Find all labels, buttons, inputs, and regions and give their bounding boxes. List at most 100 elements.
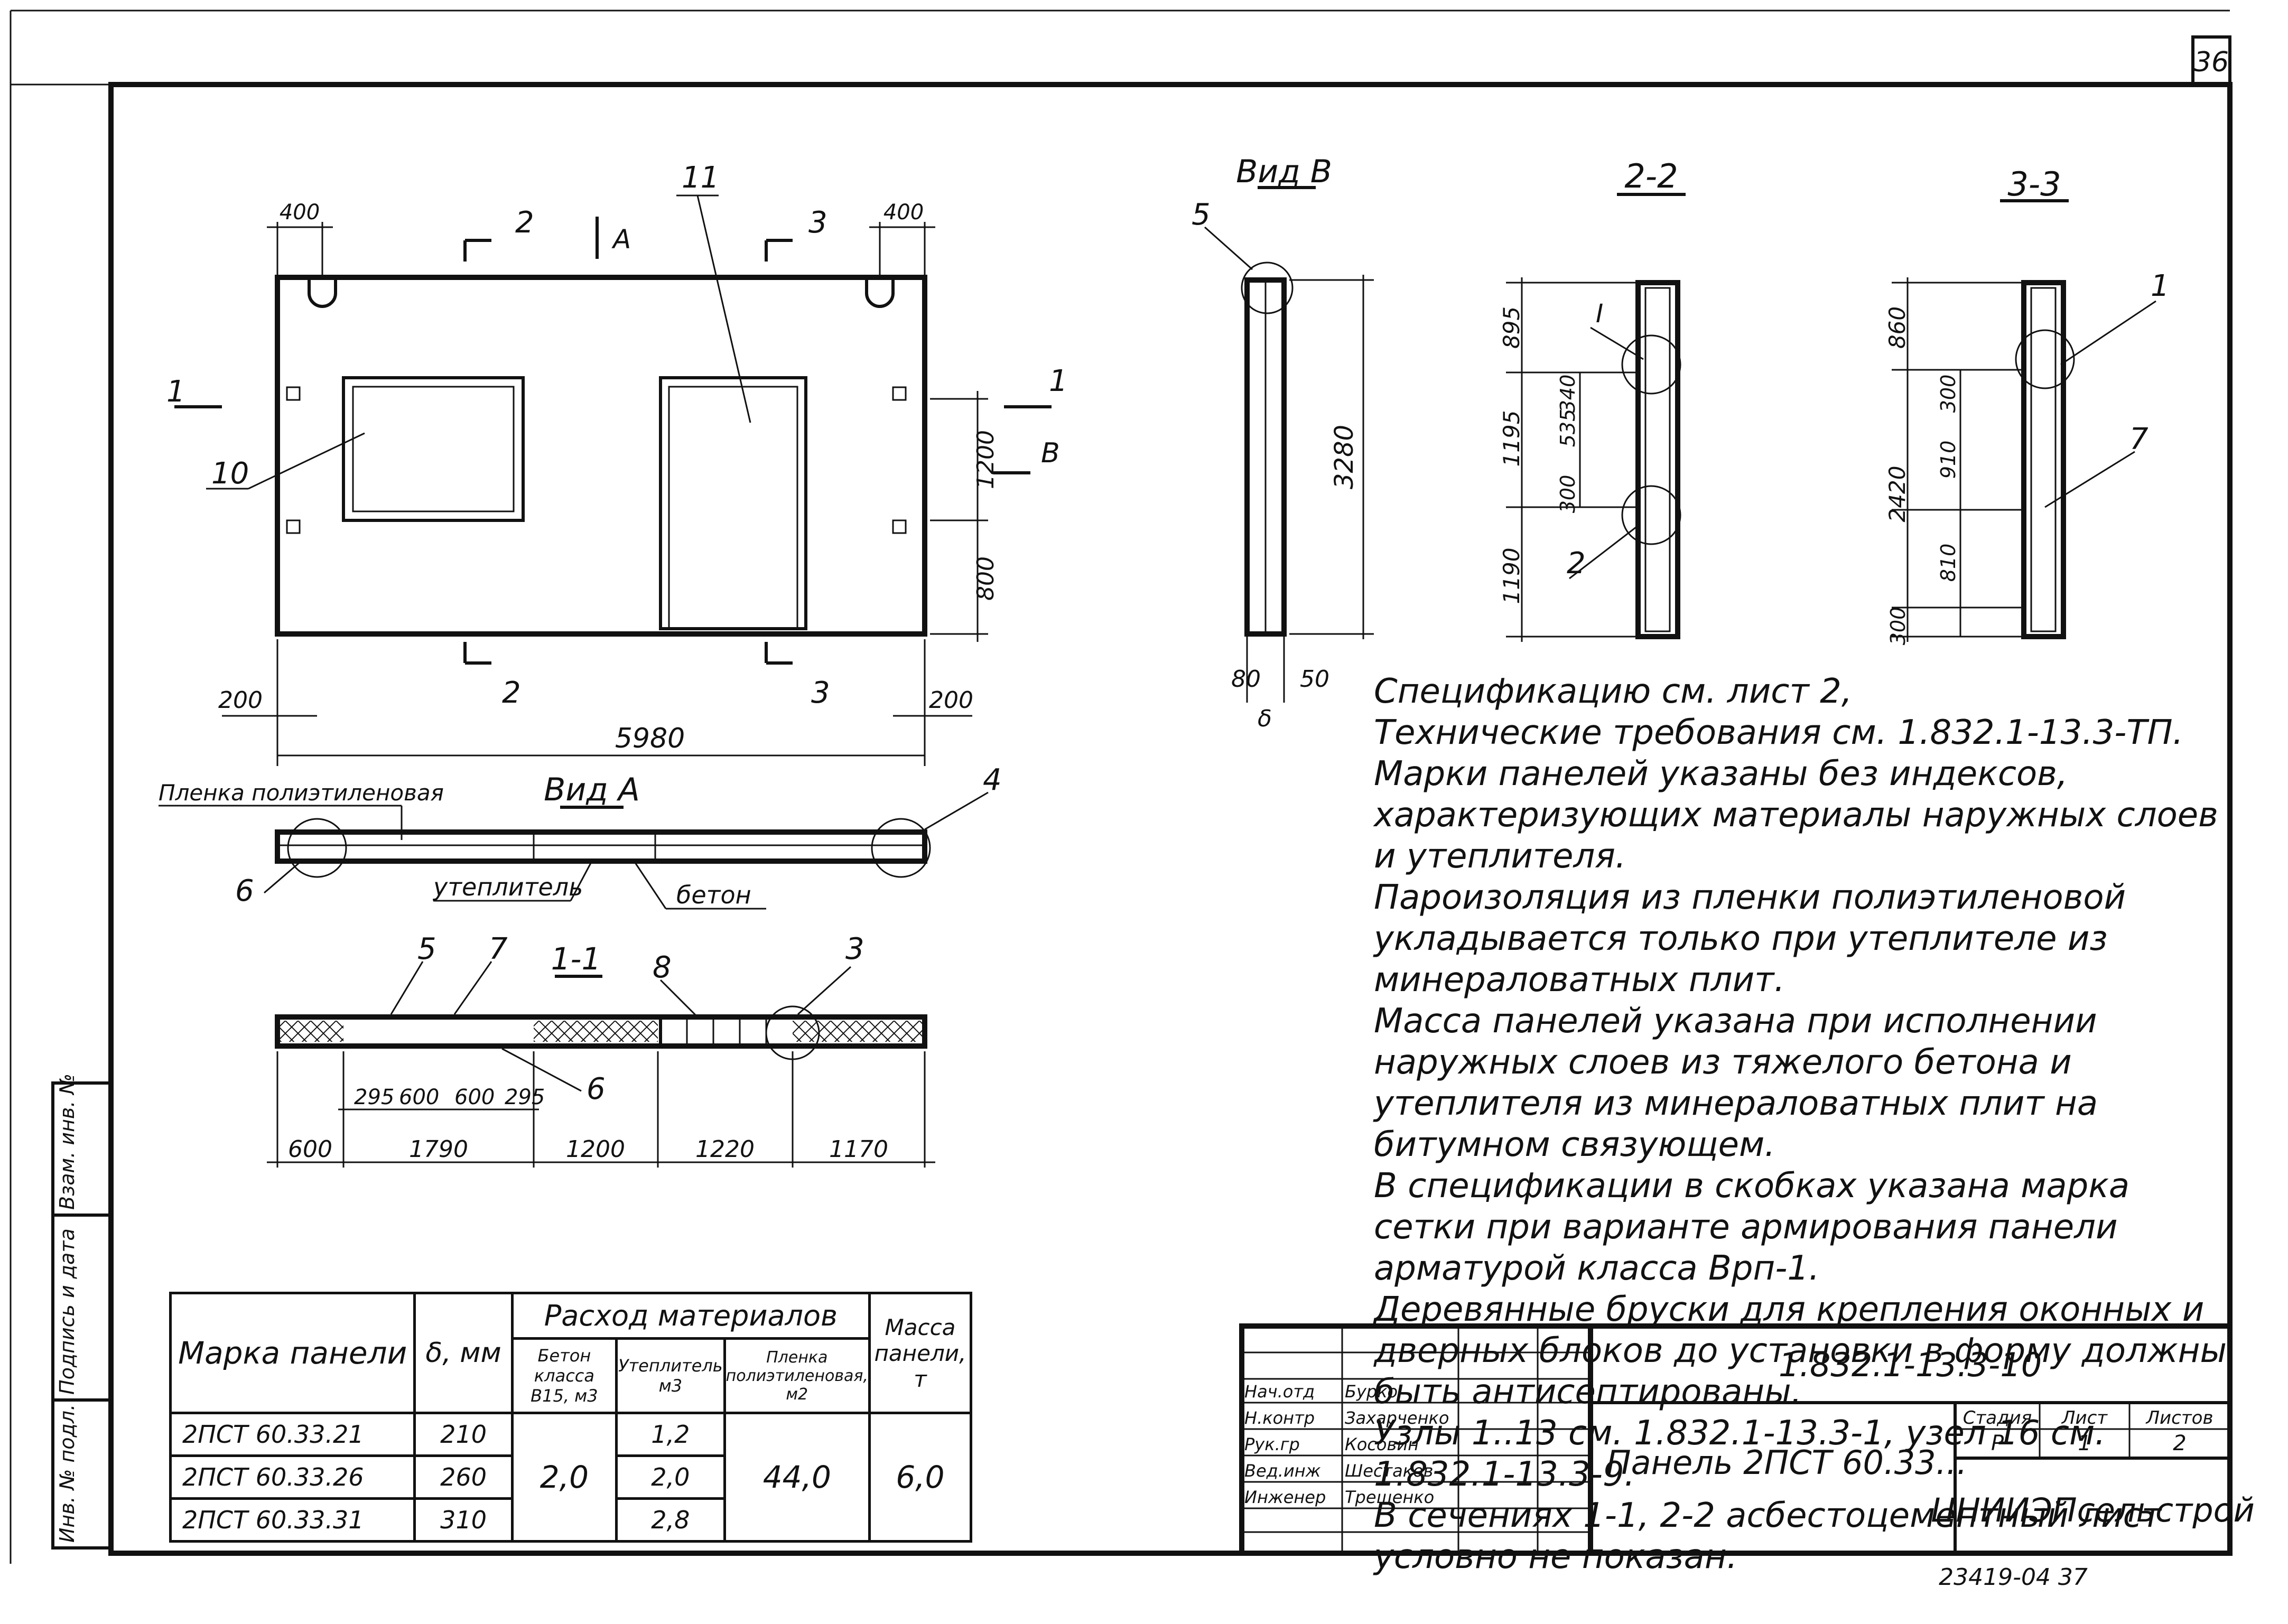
section-2-2: 2-2 895 1195 535 340 300 1190 I 2 (1499, 157, 1686, 642)
role-1: Н.контр (1244, 1408, 1315, 1428)
door-opening (659, 376, 807, 630)
s11-callout-7: 7 (489, 932, 508, 966)
th-consumption: Расход материалов (510, 1292, 871, 1340)
drawing-title: Панель 2ПСТ 60.33... (1606, 1443, 1967, 1482)
window-opening (342, 376, 525, 522)
s11-top-dim-2: 600 (399, 1085, 439, 1109)
th-mass: Масса панели, т (868, 1291, 973, 1415)
section-3-3: 3-3 860 300 2420 910 810 300 1 7 (1884, 165, 2170, 645)
s22-callout-1: I (1596, 299, 1603, 329)
sheets-label: Листов (2145, 1407, 2213, 1429)
s11-top-dim-3: 600 (454, 1085, 495, 1109)
name-2: Косовин (1345, 1434, 1419, 1454)
s33-dim-6: 300 (1886, 607, 1910, 646)
s22-dim-1: 895 (1499, 306, 1524, 349)
dim-left-top: 400 (280, 200, 320, 225)
panel-front-view: 5980 400 400 200 200 1200 800 2 2 3 3 А … (166, 161, 1068, 766)
concrete-value: 2,0 (510, 1412, 618, 1543)
spec-table: Марка панели δ, мм Расход материалов Мас… (169, 1291, 973, 1543)
role-0: Нач.отд (1244, 1382, 1315, 1402)
bottom-code: 23419-04 37 (1939, 1564, 2088, 1591)
s22-dim-2: 1195 (1499, 410, 1524, 467)
insulation-label: утеплитель (432, 873, 583, 901)
section-3-top: 3 (808, 206, 827, 240)
sheet-value: 1 (2078, 1431, 2091, 1455)
s22-callout-2: 2 (1567, 546, 1586, 581)
section-11-title: 1-1 (551, 941, 601, 977)
s11-bottom-dim-1: 600 (288, 1136, 332, 1163)
s11-callout-6: 6 (587, 1072, 606, 1106)
th-mark: Марка панели (169, 1291, 416, 1415)
s11-bottom-dim-4: 1220 (695, 1136, 755, 1163)
name-1: Захарченко (1345, 1408, 1449, 1428)
callout-10: 10 (211, 456, 249, 491)
name-4: Трещенко (1345, 1487, 1434, 1507)
role-3: Вед.инж (1244, 1461, 1321, 1481)
side-stamp: Взам. инв. № Подпись и дата Инв. № подл. (51, 1074, 113, 1550)
dim-total: 5980 (615, 723, 685, 754)
table-row: 2ПСТ 60.33.31 310 2,8 (169, 1497, 971, 1543)
s22-dim-6: 1190 (1499, 548, 1524, 604)
th-b: δ, мм (413, 1291, 514, 1415)
s11-top-dim-1: 295 (354, 1085, 394, 1109)
dim-right-bottom: 200 (929, 687, 973, 714)
section-33-body (2021, 280, 2066, 639)
s33-callout-1: 1 (2151, 269, 2170, 303)
s22-dim-4: 340 (1556, 375, 1579, 413)
dim-1200: 1200 (972, 430, 999, 489)
note-3: Марки панелей указаны без индексов, хара… (1374, 754, 2218, 876)
s33-callout-7: 7 (2129, 422, 2149, 456)
sheet-frame (108, 82, 2233, 1556)
panel-outline (275, 275, 927, 637)
view-a-body (275, 829, 927, 864)
section-22-title: 2-2 (1624, 157, 1678, 195)
view-b-dim-delta: δ (1258, 705, 1272, 732)
view-a: Вид А Пленка полиэтиленовая утеплитель б… (159, 763, 1002, 910)
view-a-title: Вид А (544, 771, 640, 808)
note-7: Деревянные бруски для крепления оконных … (1374, 1290, 2227, 1412)
s11-bottom-dim-3: 1200 (566, 1136, 625, 1163)
s11-bottom-dim-5: 1170 (829, 1136, 888, 1163)
stamp-inventory: Инв. № подл. (55, 1404, 79, 1543)
s33-dim-1: 860 (1884, 306, 1910, 349)
s33-dim-2: 300 (1937, 375, 1960, 413)
dim-800: 800 (972, 556, 999, 601)
stage-label: Стадия (1963, 1407, 2032, 1429)
stamp-signature: Подпись и дата (55, 1228, 79, 1395)
view-b-dim-80: 80 (1231, 666, 1261, 693)
doc-code: 1.832.1-13.3-10 (1779, 1346, 2042, 1384)
callout-11: 11 (682, 161, 719, 195)
note-6: В спецификации в скобках указана марка с… (1374, 1166, 2130, 1288)
section-1-left: 1 (166, 375, 185, 409)
table-row: 2ПСТ 60.33.26 260 2,0 (169, 1454, 971, 1500)
mass-value: 6,0 (868, 1412, 973, 1543)
s11-top-dim-4: 295 (505, 1085, 545, 1109)
role-4: Инженер (1244, 1487, 1326, 1507)
th-concrete: Бетон класса В15, м3 (510, 1337, 618, 1415)
sheet-label: Лист (2061, 1407, 2108, 1429)
callout-5-viewb: 5 (1192, 198, 1211, 232)
role-2: Рук.гр (1244, 1434, 1300, 1454)
stamp-replace: Взам. инв. № (55, 1074, 79, 1210)
s11-callout-3: 3 (845, 932, 864, 966)
title-block: Нач.отд Н.контр Рук.гр Вед.инж Инженер Б… (1239, 1323, 2255, 1591)
view-b-arrow-label: В (1041, 437, 1060, 469)
section-2-bottom: 2 (502, 676, 521, 710)
view-a-callout-6: 6 (235, 874, 254, 908)
th-film: Пленка полиэтиленовая, м2 (723, 1337, 871, 1415)
note-8: Узлы 1..13 см. 1.832.1-13.3-1, узел 16 с… (1374, 1414, 2106, 1494)
section-33-title: 3-3 (2007, 165, 2061, 203)
view-b: Вид В 3280 80 50 δ 5 (1192, 153, 1374, 732)
note-1: Спецификацию см. лист 2, (1374, 672, 1853, 711)
th-insulation: Утеплитель м3 (615, 1337, 726, 1415)
sheet-number: 36 (2194, 46, 2229, 78)
note-5: Масса панелей указана при исполнении нар… (1374, 1002, 2098, 1164)
stage-value: Р (1991, 1431, 2004, 1455)
s11-bottom-dim-2: 1790 (409, 1136, 468, 1163)
notes-block: Спецификацию см. лист 2, Технические тре… (1374, 671, 2230, 1578)
section-22-body (1635, 280, 1680, 639)
s22-dim-5: 300 (1556, 475, 1579, 514)
section-1-right: 1 (1049, 364, 1068, 398)
table-row: 2ПСТ 60.33.21 210 2,0 1,2 44,0 6,0 (169, 1412, 973, 1543)
